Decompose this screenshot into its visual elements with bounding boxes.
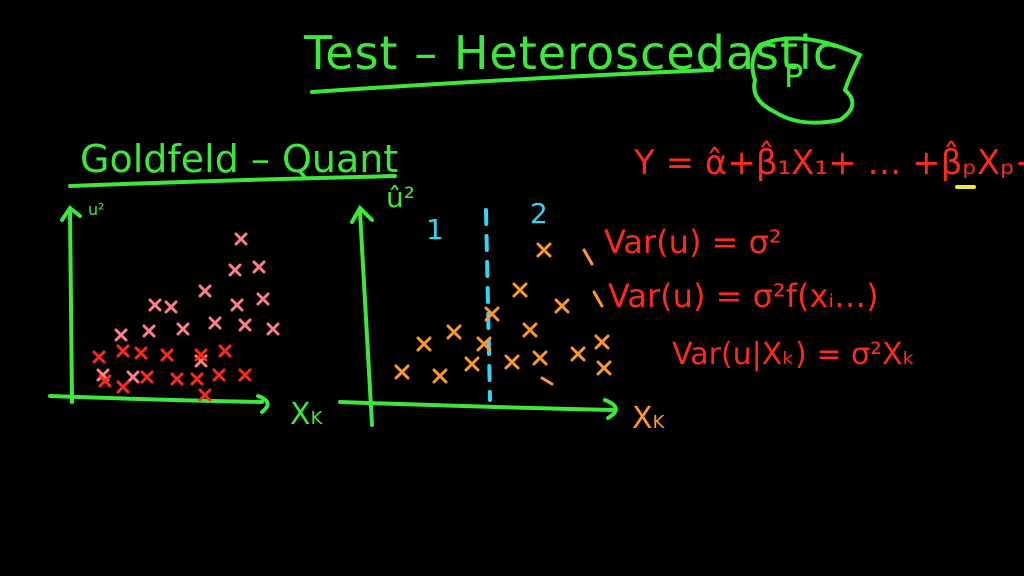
- model-plus-1: +: [727, 143, 756, 183]
- plot2-points: [394, 242, 612, 386]
- var1-eq: =: [711, 223, 739, 261]
- model-eq: =: [665, 143, 695, 183]
- model-term-betap: β̂ₚXₚ: [940, 143, 1015, 183]
- variance-proportional: Var(u|Xₖ) = σ²Xₖ: [672, 340, 915, 370]
- plot2-x-label-sub: K: [652, 412, 665, 433]
- p-box-outline: [750, 36, 863, 125]
- variance-function: Var(u) = σ²f(xᵢ…): [608, 280, 879, 312]
- model-term-beta1: β̂₁X₁: [755, 143, 829, 183]
- var2-eq: =: [715, 277, 743, 315]
- plot1-x-axis: [48, 394, 270, 414]
- model-lhs: Y: [634, 143, 655, 183]
- heading-underline: [68, 174, 397, 188]
- var3-lhs: Var(u|Xₖ): [672, 337, 807, 372]
- model-ellipsis: + … +: [828, 143, 941, 183]
- plot2-x-label: XK: [632, 404, 664, 434]
- var3-eq: =: [816, 337, 842, 372]
- title-underline: [310, 68, 714, 94]
- var2-lhs: Var(u): [608, 277, 706, 315]
- plot1-y-label: u²: [88, 200, 105, 219]
- var3-rhs: σ²Xₖ: [851, 337, 916, 372]
- plot1-x-label-sub: K: [310, 408, 323, 429]
- group-label-1: 1: [426, 213, 444, 246]
- plot1-x-label: XK: [290, 400, 322, 430]
- split-divider: [484, 208, 492, 402]
- plot1-points: [92, 232, 280, 402]
- plot2-y-axis: [350, 204, 374, 427]
- model-term-alpha: α̂: [704, 143, 728, 183]
- model-equation: Y = α̂+β̂₁X₁+ … +β̂ₚXₚ+û: [634, 146, 1024, 180]
- var2-rhs: σ²f(xᵢ…): [752, 277, 879, 315]
- page-title: Test – Heteroscedastic: [304, 26, 840, 80]
- plot2-x-label-main: X: [632, 401, 653, 436]
- var1-rhs: σ²: [748, 223, 782, 261]
- group-label-2: 2: [530, 197, 548, 230]
- model-plus-2: +: [1015, 143, 1024, 183]
- plot2-x-axis: [338, 398, 618, 420]
- section-heading: Goldfeld – Quant: [80, 137, 399, 181]
- p-box-label: P: [784, 57, 804, 95]
- variance-homoscedastic: Var(u) = σ²: [604, 226, 782, 258]
- var1-lhs: Var(u): [604, 223, 702, 261]
- plot2-y-label: û²: [386, 181, 415, 214]
- plot1-x-label-main: X: [290, 397, 311, 432]
- plot1-y-axis: [60, 205, 82, 404]
